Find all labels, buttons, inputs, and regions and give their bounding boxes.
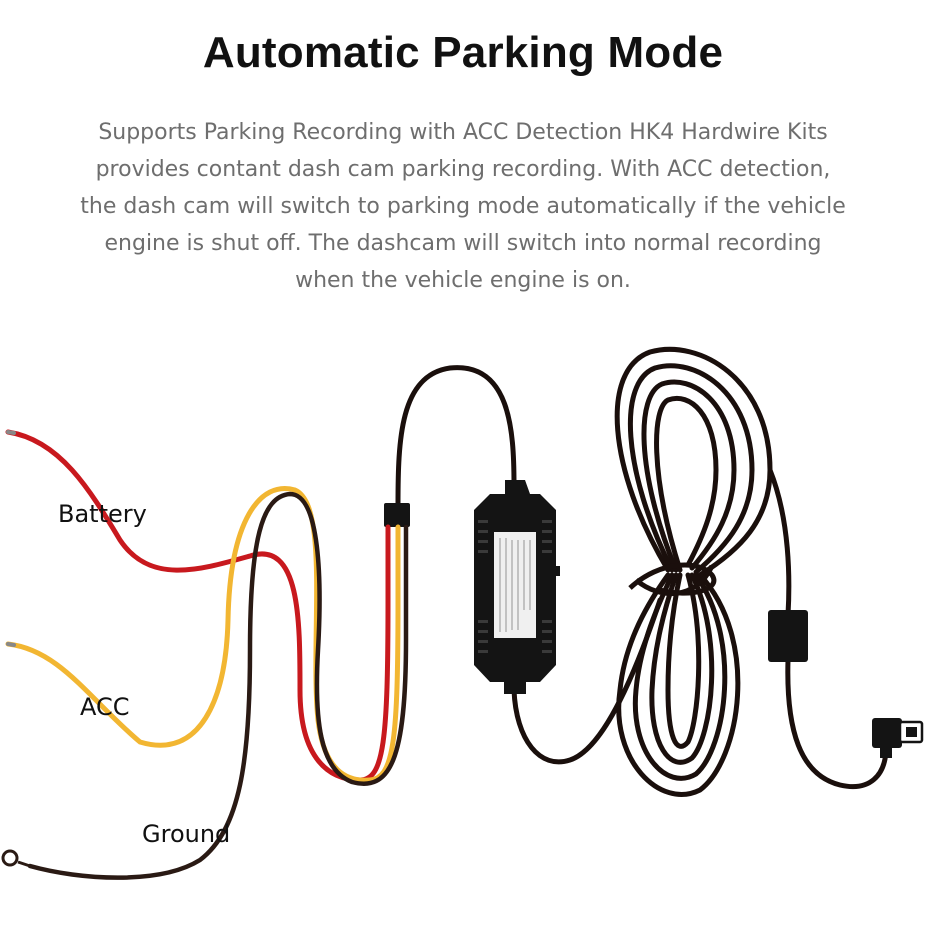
ferrite-core-icon <box>768 610 808 662</box>
mini-usb-connector-icon <box>872 718 924 758</box>
ring-terminal-icon <box>1 849 31 868</box>
page-title: Automatic Parking Mode <box>202 28 724 77</box>
description-paragraph: Supports Parking Recording with ACC Dete… <box>20 114 906 299</box>
description-line-2: provides contant dash cam parking record… <box>95 157 831 182</box>
description-line-5: when the vehicle engine is on. <box>295 268 631 293</box>
ground-label: Ground <box>142 820 230 848</box>
ground-wire <box>27 491 409 880</box>
output-cable <box>767 467 889 789</box>
battery-label: Battery <box>58 500 147 528</box>
acc-wire <box>5 486 401 783</box>
module-to-coil-cable <box>511 597 663 765</box>
wire-tips <box>6 430 16 647</box>
power-converter-module-icon <box>474 480 560 694</box>
cable-tie <box>628 562 717 597</box>
inline-connector <box>384 503 410 527</box>
coiled-cable <box>614 346 773 797</box>
input-cable <box>395 365 517 508</box>
description-line-1: Supports Parking Recording with ACC Dete… <box>98 120 828 145</box>
battery-wire <box>5 429 391 783</box>
description-line-4: engine is shut off. The dashcam will swi… <box>104 231 822 256</box>
description-line-3: the dash cam will switch to parking mode… <box>80 194 846 219</box>
acc-label: ACC <box>80 693 130 721</box>
